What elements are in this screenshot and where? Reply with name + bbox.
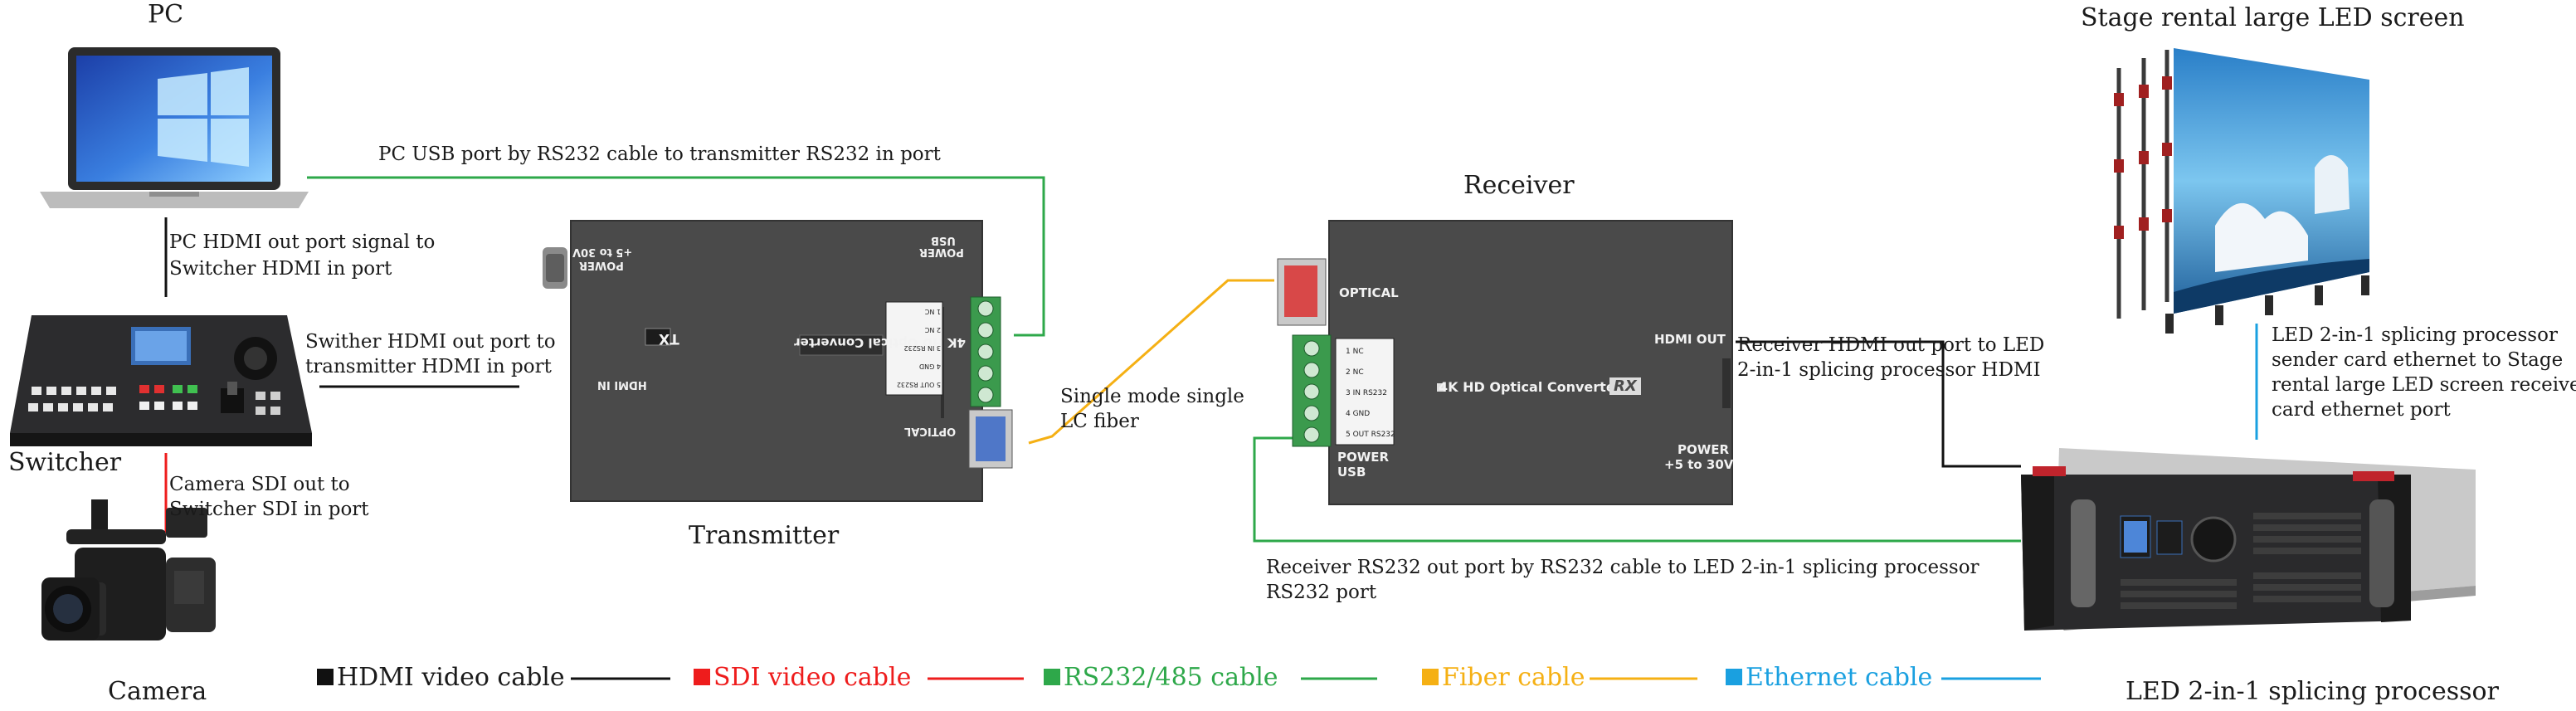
receiver-usb-label: USB <box>1337 465 1366 480</box>
receiver-pin: 4 GND <box>1346 410 1371 418</box>
receiver-badge: RX <box>1609 377 1641 395</box>
transmitter-pin: 5 OUT RS232 <box>896 381 941 388</box>
receiver-pin-list: 1 NC 2 NC 3 IN RS232 4 GND 5 OUT RS232 <box>1346 342 1399 446</box>
legend-swatch-sdi <box>694 669 710 685</box>
pc-usb-connection-label: PC USB port by RS232 cable to transmitte… <box>378 144 941 165</box>
pc-hdmi-connection-label-line2: Switcher HDMI in port <box>169 258 392 280</box>
legend-swatch-ethernet <box>1726 669 1742 685</box>
switcher-hdmi-connection-label-line1: Swither HDMI out port to <box>305 331 556 353</box>
transmitter-power-usb-label: POWER <box>919 246 964 258</box>
legend-swatch-hdmi <box>317 669 334 685</box>
ethernet-connection-label-line4: card ethernet port <box>2272 399 2451 421</box>
transmitter-pin-list: 5 OUT RS232 4 GND 3 IN RS232 2 NC 1 NC <box>888 302 941 393</box>
transmitter-pin: 3 IN RS232 <box>903 344 941 352</box>
transmitter-usb-label: USB <box>931 234 956 246</box>
receiver-power-label: POWER <box>1337 450 1390 465</box>
receiver-power-right-label: POWER <box>1678 442 1730 457</box>
receiver-pin: 2 NC <box>1346 368 1364 377</box>
transmitter-pin: 2 NC <box>924 326 941 334</box>
camera-label: Camera <box>108 677 207 706</box>
legend-item-hdmi: HDMI video cable <box>317 660 565 694</box>
transmitter-label: Transmitter <box>689 521 840 550</box>
receiver-hdmi-out-label: HDMI OUT <box>1654 332 1726 347</box>
receiver-device <box>1277 220 1733 505</box>
legend-item-ethernet: Ethernet cable <box>1726 660 1932 694</box>
led-screen-icon <box>2114 48 2369 334</box>
receiver-rs232-connection-label-line2: RS232 port <box>1266 582 1377 603</box>
receiver-label: Receiver <box>1463 171 1575 200</box>
legend-label-rs232: RS232/485 cable <box>1064 662 1278 692</box>
transmitter-badge: TX <box>659 330 679 347</box>
pc-hdmi-connection-label-line1: PC HDMI out port signal to <box>169 231 436 253</box>
legend-swatch-fiber <box>1422 669 1439 685</box>
transmitter-power-label: POWER <box>579 259 624 271</box>
legend-item-sdi: SDI video cable <box>694 660 911 694</box>
receiver-optical-label: OPTICAL <box>1339 285 1399 300</box>
transmitter-pin: 4 GND <box>919 363 941 370</box>
fiber-connection-label-line1: Single mode single <box>1060 386 1244 407</box>
legend-label-hdmi: HDMI video cable <box>337 662 565 692</box>
transmitter-optical-label: OPTICAL <box>904 425 957 437</box>
receiver-pin: 3 IN RS232 <box>1346 389 1387 397</box>
ethernet-connection-label-line2: sender card ethernet to Stage <box>2272 349 2564 371</box>
legend-label-fiber: Fiber cable <box>1442 662 1585 692</box>
receiver-rs232-connection-label-line1: Receiver RS232 out port by RS232 cable t… <box>1266 557 1979 578</box>
camera-icon <box>41 499 216 640</box>
receiver-pin: 1 NC <box>1346 348 1364 356</box>
legend-label-sdi: SDI video cable <box>713 662 912 692</box>
receiver-to-processor-hdmi-cable <box>1736 340 2021 468</box>
receiver-power-range: +5 to 30V <box>1664 457 1734 472</box>
camera-sdi-connection-label-line1: Camera SDI out to <box>169 474 350 495</box>
switcher-hdmi-connection-label-line2: transmitter HDMI in port <box>305 356 552 377</box>
ethernet-connection-label-line1: LED 2-in-1 splicing processor <box>2272 324 2558 346</box>
ethernet-connection-label-line3: rental large LED screen receive <box>2272 374 2576 396</box>
receiver-to-processor-rs232-cable <box>1253 436 2021 543</box>
transmitter-pin: 1 NC <box>924 308 941 315</box>
transmitter-power-range: +5 to 30V <box>572 246 633 258</box>
legend-swatch-rs232 <box>1044 669 1060 685</box>
laptop-icon <box>40 47 309 208</box>
single-mode-fiber-cable <box>1028 279 1274 445</box>
legend-item-rs232: RS232/485 cable <box>1044 660 1278 694</box>
receiver-model-label: 4K HD Optical Converter <box>1439 379 1622 395</box>
camera-sdi-connection-label-line2: Switcher SDI in port <box>169 499 369 520</box>
processor-label: LED 2-in-1 splicing processor <box>2126 677 2499 706</box>
receiver-pin: 5 OUT RS232 <box>1346 431 1395 439</box>
pc-label: PC <box>148 0 184 29</box>
led-screen-label: Stage rental large LED screen <box>2081 3 2465 32</box>
legend-item-fiber: Fiber cable <box>1422 660 1585 694</box>
fiber-connection-label-line2: LC fiber <box>1060 411 1139 432</box>
transmitter-hdmi-in-label: HDMI IN <box>597 378 647 391</box>
switcher-icon <box>10 315 312 446</box>
receiver-hdmi-connection-label-line2: 2-in-1 splicing processor HDMI <box>1737 359 2041 381</box>
legend-label-ethernet: Ethernet cable <box>1746 662 1933 692</box>
splicing-processor-device <box>2021 448 2476 631</box>
transmitter-device <box>543 220 1013 502</box>
switcher-label: Switcher <box>8 448 122 477</box>
receiver-hdmi-connection-label-line1: Receiver HDMI out port to LED <box>1737 334 2045 356</box>
pc-usb-rs232-cable <box>307 176 1045 337</box>
